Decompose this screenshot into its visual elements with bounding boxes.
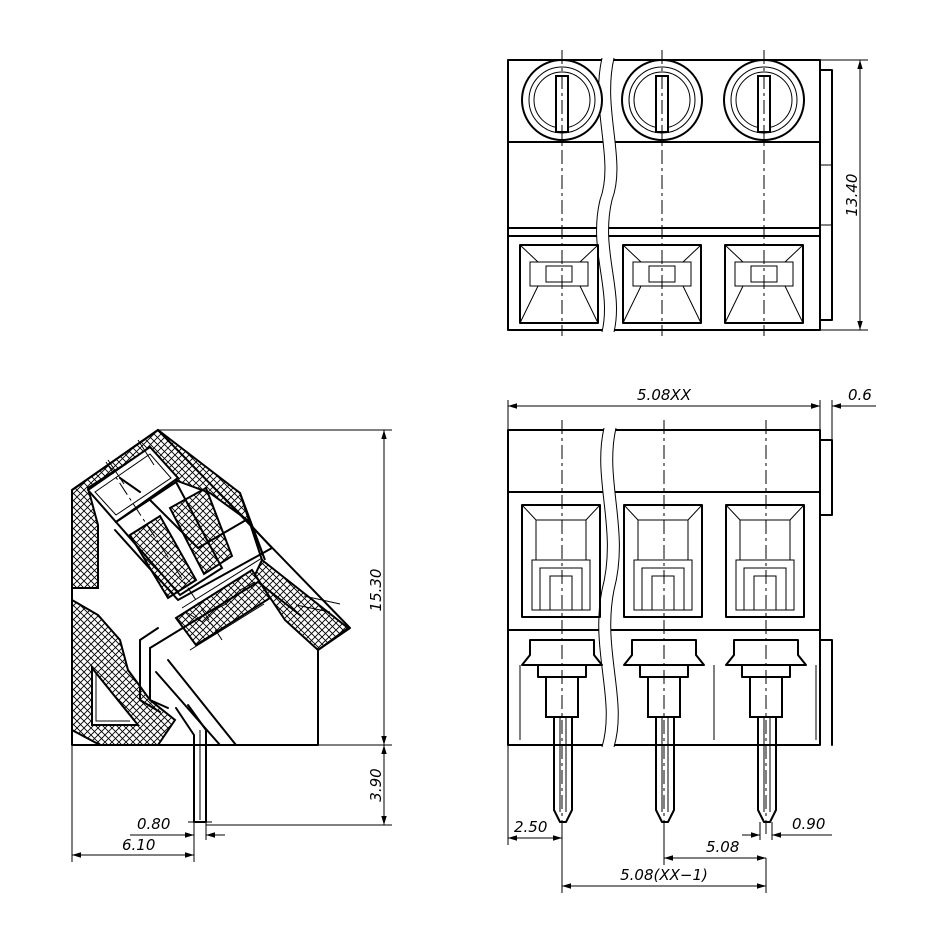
side-view: 15.30 3.90 0.80 6.10 (71, 428, 392, 862)
dim-pin-offset: 6.10 (122, 836, 155, 854)
dim-pitch: 5.08 (706, 838, 739, 856)
front-view: 5.08XX 0.6 2.50 5.08 0.90 5.08(XX−1) (507, 386, 876, 893)
dim-pin-length: 3.90 (367, 768, 385, 801)
dim-pin-thickness: 0.80 (137, 815, 170, 833)
top-view: 13.40 (507, 50, 868, 336)
dim-pitch-total: 5.08(XX−1) (620, 866, 708, 884)
dim-body-height: 15.30 (367, 569, 385, 612)
dim-edge-to-pin: 2.50 (514, 818, 547, 836)
dim-total-width: 5.08XX (637, 386, 692, 404)
dim-side-gap: 0.6 (848, 386, 872, 404)
wire-entry-1 (521, 504, 601, 618)
dim-pin-width: 0.90 (792, 815, 825, 833)
dim-top-height: 13.40 (843, 174, 861, 217)
wire-entry-3 (725, 504, 805, 618)
wire-entry-2 (623, 504, 703, 618)
wire-entry-top-1 (519, 244, 599, 324)
